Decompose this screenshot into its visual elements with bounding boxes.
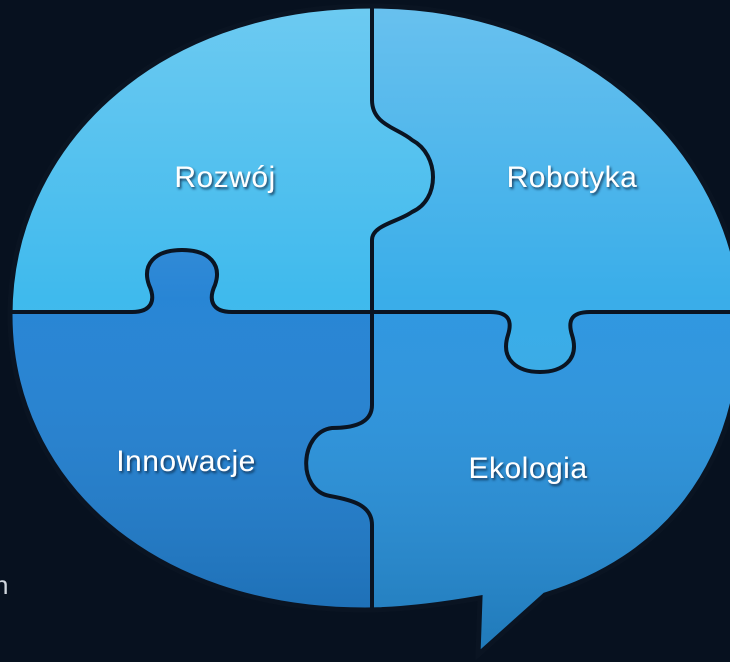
speech-bubble-outline <box>7 3 730 661</box>
label-innowacje: Innowacje <box>116 445 256 478</box>
side-text-line-2: n <box>0 570 9 600</box>
label-robotyka: Robotyka <box>507 161 638 194</box>
label-rozwoj: Rozwój <box>174 161 275 194</box>
side-text-line-1: , <box>0 510 1 544</box>
label-ekologia: Ekologia <box>468 452 587 485</box>
